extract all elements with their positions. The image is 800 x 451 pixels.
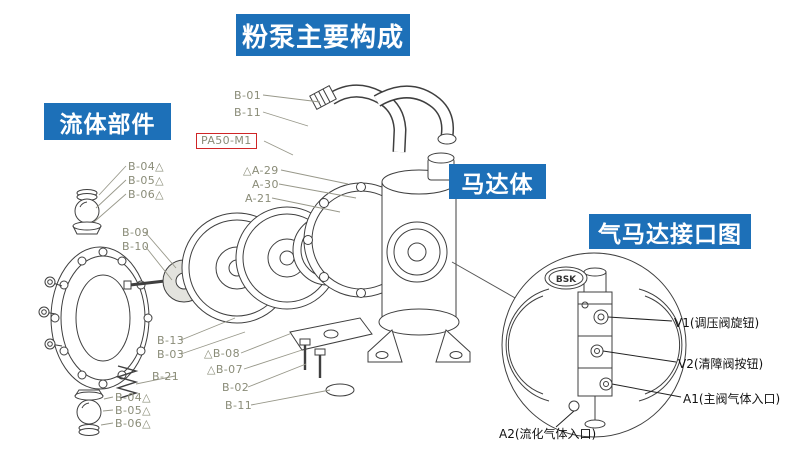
section-label-fluid-parts: 流体部件 (44, 103, 171, 140)
intake-manifold-drawing (309, 84, 457, 153)
annotation-a2: A2(流化气体入口) (499, 427, 597, 441)
section-label-air-interface: 气马达接口图 (589, 214, 751, 249)
check-ball-bottom-drawing (74, 365, 139, 436)
annotation-a1: A1(主阀气体入口) (683, 392, 781, 406)
part-label-b05-top: B-05△ (128, 174, 164, 187)
air-motor-callout-drawing: BSK (451, 252, 687, 438)
part-label-b07: △B-07 (207, 363, 243, 376)
annotation-v1: V1(调压阀旋钮) (674, 316, 760, 330)
part-label-b04-top: B-04△ (128, 160, 164, 173)
part-label-b04-bottom: B-04△ (115, 391, 151, 404)
part-label-b11-bottom: B-11 (225, 399, 253, 412)
part-label-b02: B-02 (222, 381, 250, 394)
page-title: 粉泵主要构成 (236, 14, 410, 56)
section-label-motor-body: 马达体 (449, 164, 546, 199)
bsk-logo-text: BSK (556, 275, 577, 285)
part-label-b11-top: B-11 (234, 106, 262, 119)
part-label-a30: A-30 (252, 178, 279, 191)
part-label-b21: B-21 (152, 370, 180, 383)
part-label-b06-bottom: B-06△ (115, 417, 151, 430)
part-label-b06-top: B-06△ (128, 188, 164, 201)
callout-annotation-lines (555, 316, 682, 428)
part-label-a29: △A-29 (243, 164, 279, 177)
part-label-b10: B-10 (122, 240, 150, 253)
leader-lines (93, 94, 357, 426)
check-ball-top-drawing (72, 189, 102, 235)
diaphragm-stack-drawing (181, 182, 419, 324)
fluid-housing-drawing (38, 246, 153, 390)
part-label-b03: B-03 (157, 348, 185, 361)
part-label-pa50-m1: PA50-M1 (196, 133, 257, 149)
annotation-v2: V2(清障阀按钮) (678, 357, 764, 371)
part-label-b08: △B-08 (204, 347, 240, 360)
part-label-b13: B-13 (157, 334, 185, 347)
bsk-logo: BSK (544, 266, 588, 290)
part-label-b05-bottom: B-05△ (115, 404, 151, 417)
part-label-a21: A-21 (245, 192, 272, 205)
base-bracket-drawing (289, 317, 373, 397)
part-label-b01: B-01 (234, 89, 262, 102)
part-label-b09: B-09 (122, 226, 150, 239)
